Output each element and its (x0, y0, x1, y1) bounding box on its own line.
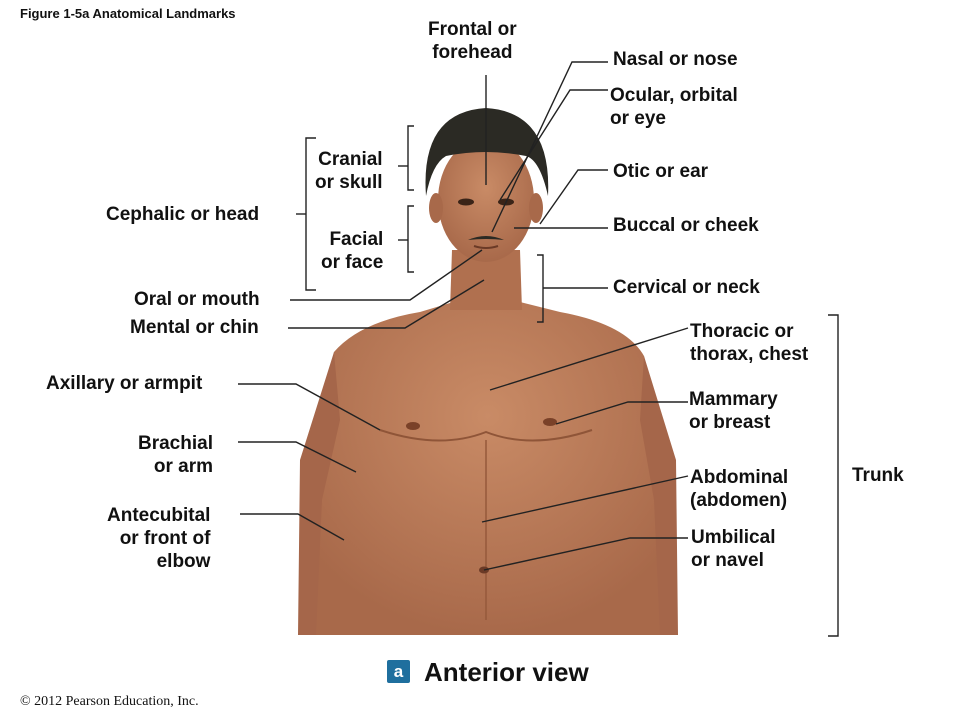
label-nasal: Nasal or nose (613, 49, 738, 70)
copyright: © 2012 Pearson Education, Inc. (20, 694, 199, 709)
label-frontal: Frontal or forehead (428, 19, 517, 63)
label-abdominal: Abdominal (abdomen) (690, 467, 789, 511)
label-axillary: Axillary or armpit (46, 373, 203, 394)
view-title: Anterior view (424, 657, 589, 687)
right-ear (529, 193, 543, 223)
left-nipple (406, 422, 420, 430)
label-otic: Otic or ear (613, 161, 709, 182)
leader-otic (539, 169, 608, 225)
right-nipple (543, 418, 557, 426)
label-trunk: Trunk (852, 465, 904, 486)
leader-oral (290, 249, 483, 301)
left-eye (458, 198, 474, 206)
label-facial: Facial or face (321, 229, 384, 273)
right-arm (640, 356, 678, 635)
leader-antecubital (240, 513, 345, 541)
facial-bracket (407, 205, 414, 273)
leader-ocular (499, 89, 608, 201)
label-umbilical: Umbilical or navel (691, 527, 776, 571)
left-arm (298, 352, 340, 635)
label-mental: Mental or chin (130, 317, 259, 338)
trunk-bracket (828, 314, 839, 637)
label-cephalic: Cephalic or head (106, 204, 260, 225)
label-cervical: Cervical or neck (613, 277, 760, 298)
label-buccal: Buccal or cheek (613, 215, 759, 236)
left-ear (429, 193, 443, 223)
figure-title: Figure 1-5a Anatomical Landmarks (20, 6, 236, 21)
leader-nasal (491, 61, 608, 233)
leader-mammary (555, 401, 688, 425)
label-brachial: Brachial or arm (138, 433, 213, 477)
label-oral: Oral or mouth (134, 289, 260, 310)
label-ocular: Ocular, orbital or eye (610, 85, 738, 129)
leader-axillary (238, 383, 381, 431)
label-thoracic: Thoracic or thorax, chest (690, 321, 809, 365)
neck (450, 250, 522, 310)
torso (300, 270, 676, 635)
cranial-bracket (407, 125, 414, 191)
leader-abdominal (481, 475, 689, 523)
mustache (468, 236, 504, 240)
mouth (473, 245, 499, 249)
head (438, 138, 534, 262)
leader-thoracic (489, 327, 689, 391)
label-antecubital: Antecubital or front of elbow (107, 505, 211, 572)
pectoral-line (379, 429, 593, 442)
label-cranial: Cranial or skull (315, 149, 383, 193)
leader-lines (238, 61, 689, 571)
leader-brachial (238, 441, 357, 473)
leader-umbilical (483, 537, 688, 571)
panel-badge: a (387, 660, 410, 683)
leader-mental (288, 279, 485, 329)
hair (425, 108, 549, 196)
label-mammary: Mammary or breast (689, 389, 778, 433)
